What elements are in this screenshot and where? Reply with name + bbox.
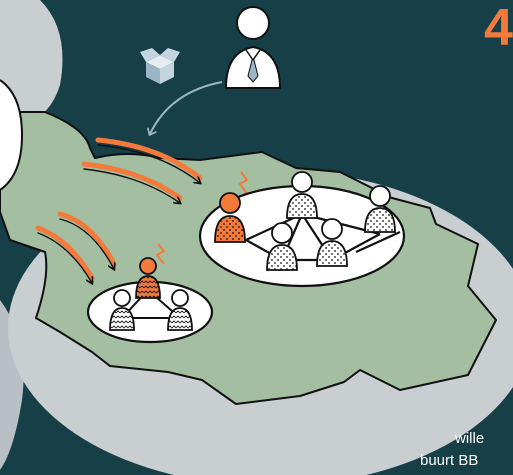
person-icon [167, 289, 193, 331]
box-icon [140, 48, 180, 84]
newcomer-person-icon [214, 192, 246, 243]
person-icon [109, 289, 135, 331]
caption-line-1: wille [455, 430, 485, 447]
caption-line-2: buurt BB [420, 452, 479, 469]
newcomer-person-icon [135, 257, 161, 299]
flow-arrows [35, 137, 203, 283]
person-icon [266, 222, 298, 271]
delivery-arrow [150, 81, 223, 134]
person-icon [286, 171, 318, 219]
left-group-partial [0, 79, 24, 191]
lightning-icon [155, 243, 166, 265]
step-number: 4 [484, 0, 513, 57]
person-icon [364, 185, 396, 233]
community-large [198, 171, 406, 288]
manager-icon [224, 6, 282, 89]
lightning-icon [238, 171, 249, 195]
person-icon [316, 218, 348, 267]
community-small [86, 257, 214, 344]
